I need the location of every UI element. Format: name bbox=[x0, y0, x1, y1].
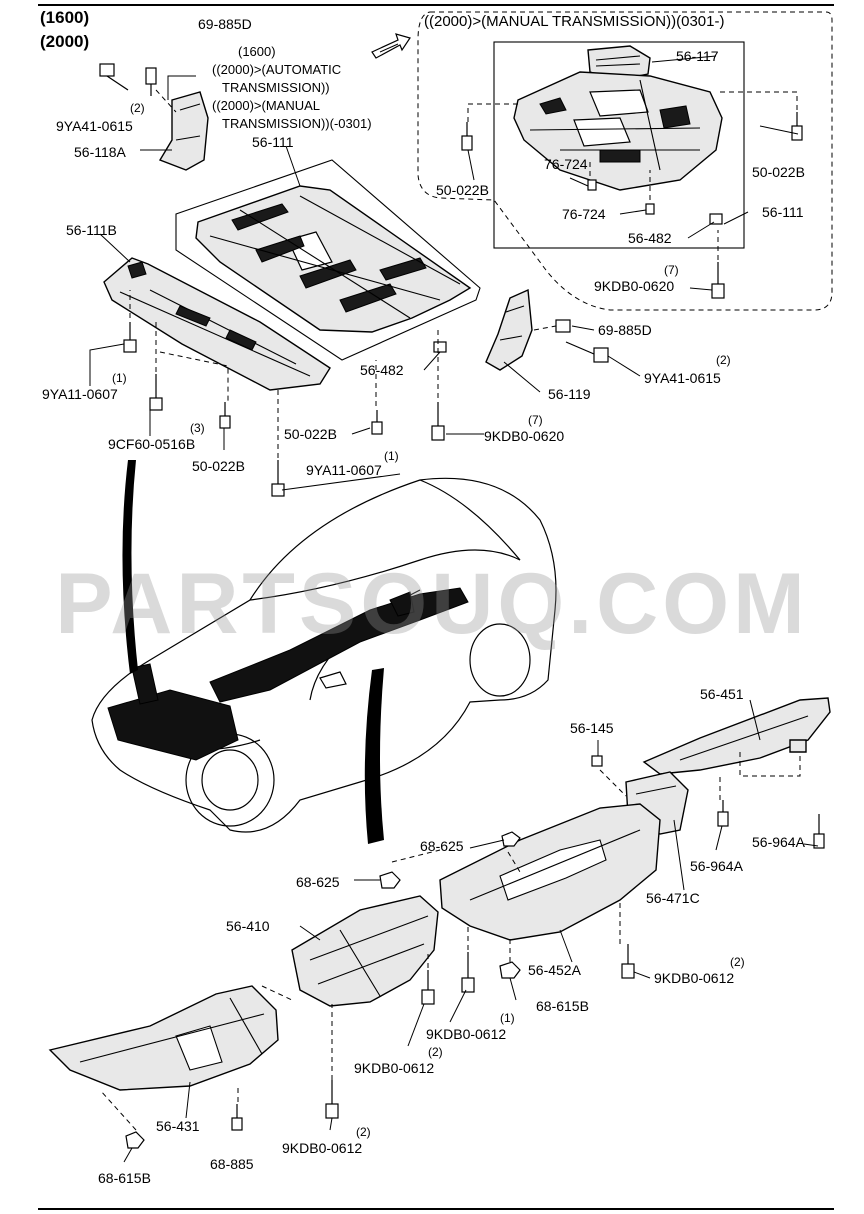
part-label[interactable]: 9KDB0-0620 bbox=[594, 278, 675, 294]
lower-fastener-icons bbox=[125, 755, 825, 1149]
part-label[interactable]: 56-482 bbox=[360, 362, 404, 378]
part-label[interactable]: 76-724 bbox=[562, 206, 606, 222]
quantity-label: (7) bbox=[528, 413, 543, 427]
front-direction-arrow-icon bbox=[371, 33, 411, 59]
part-label[interactable]: 68-615B bbox=[536, 998, 589, 1014]
part-label[interactable]: 56-111B bbox=[66, 222, 117, 238]
part-label[interactable]: 68-625 bbox=[296, 874, 340, 890]
condition-note-line1: (1600) bbox=[238, 44, 276, 59]
part-label[interactable]: 56-482 bbox=[628, 230, 672, 246]
engine-under-cover-inset bbox=[513, 71, 723, 191]
heat-insulator-56-431 bbox=[48, 985, 279, 1091]
part-label[interactable]: 9KDB0-0612 bbox=[282, 1140, 363, 1156]
part-label[interactable]: 56-410 bbox=[226, 918, 270, 934]
part-label[interactable]: 9YA41-0615 bbox=[56, 118, 133, 134]
part-label[interactable]: 56-452A bbox=[528, 962, 581, 978]
guide-lines-main bbox=[129, 89, 798, 458]
front-lower-cover-56-111b bbox=[103, 257, 331, 391]
part-label[interactable]: 56-451 bbox=[700, 686, 744, 702]
condition-note-line4: ((2000)>(MANUAL bbox=[212, 98, 321, 113]
part-label[interactable]: 56-964A bbox=[690, 858, 743, 874]
part-label[interactable]: 68-615B bbox=[98, 1170, 151, 1186]
heat-insulator-56-452a bbox=[439, 803, 661, 941]
part-label[interactable]: 56-431 bbox=[156, 1118, 200, 1134]
leader-swoop-right bbox=[364, 668, 384, 844]
inset-part-frame bbox=[493, 41, 745, 249]
quantity-label: (2) bbox=[356, 1125, 371, 1139]
condition-note-line5: TRANSMISSION))(-0301) bbox=[222, 116, 372, 131]
part-label[interactable]: 69-885D bbox=[198, 16, 252, 32]
part-label[interactable]: 56-964A bbox=[752, 834, 805, 850]
quantity-label: (2) bbox=[730, 955, 745, 969]
part-label[interactable]: 56-111 bbox=[252, 134, 294, 150]
part-label[interactable]: 50-022B bbox=[752, 164, 805, 180]
part-label[interactable]: 56-111 bbox=[762, 204, 804, 220]
part-label[interactable]: 9KDB0-0620 bbox=[484, 428, 565, 444]
part-label[interactable]: 9CF60-0516B bbox=[108, 436, 196, 452]
condition-note-line2: ((2000)>(AUTOMATIC bbox=[212, 62, 342, 77]
watermark-text: PARTSOUQ.COM bbox=[55, 556, 809, 652]
engine-under-cover-main bbox=[195, 185, 472, 333]
engine-variant-2000: (2000) bbox=[40, 32, 90, 51]
part-label[interactable]: 56-471C bbox=[646, 890, 700, 906]
bracket-56-118a bbox=[158, 91, 209, 171]
heat-insulator-56-410 bbox=[291, 895, 439, 1007]
guide-lines-lower bbox=[99, 752, 801, 1131]
part-label[interactable]: 56-145 bbox=[570, 720, 614, 736]
part-label[interactable]: 50-022B bbox=[436, 182, 489, 198]
quantity-label: (7) bbox=[664, 263, 679, 277]
part-label[interactable]: 56-118A bbox=[74, 144, 126, 160]
heat-insulator-56-451 bbox=[642, 697, 831, 775]
part-label[interactable]: 68-625 bbox=[420, 838, 464, 854]
quantity-label: (2) bbox=[428, 1045, 443, 1059]
leader-swoop-left bbox=[122, 460, 138, 674]
part-label[interactable]: 50-022B bbox=[284, 426, 337, 442]
part-label[interactable]: 9KDB0-0612 bbox=[354, 1060, 435, 1076]
part-label[interactable]: 9YA11-0607 bbox=[306, 462, 382, 478]
part-label[interactable]: 76-724 bbox=[544, 156, 588, 172]
quantity-label: (3) bbox=[190, 421, 205, 435]
quantity-label: (1) bbox=[384, 449, 399, 463]
part-label[interactable]: 56-117 bbox=[676, 48, 719, 64]
leader-lines bbox=[89, 55, 819, 1163]
quantity-label: (2) bbox=[130, 101, 145, 115]
bracket-56-119 bbox=[485, 288, 533, 371]
part-label[interactable]: 69-885D bbox=[598, 322, 652, 338]
part-label[interactable]: 9YA11-0607 bbox=[42, 386, 118, 402]
inset-boundary bbox=[417, 11, 833, 311]
quantity-label: (1) bbox=[500, 1011, 515, 1025]
part-label[interactable]: 50-022B bbox=[192, 458, 245, 474]
quantity-label: (2) bbox=[716, 353, 731, 367]
condition-note-line3: TRANSMISSION)) bbox=[222, 80, 330, 95]
part-label[interactable]: 68-885 bbox=[210, 1156, 254, 1172]
part-label[interactable]: 9KDB0-0612 bbox=[654, 970, 735, 986]
quantity-label: (1) bbox=[112, 371, 127, 385]
engine-variant-1600: (1600) bbox=[40, 8, 90, 27]
part-label[interactable]: 9YA41-0615 bbox=[644, 370, 721, 386]
part-label[interactable]: 56-119 bbox=[548, 386, 591, 402]
main-part-frame bbox=[175, 159, 481, 361]
part-label[interactable]: 9KDB0-0612 bbox=[426, 1026, 507, 1042]
vehicle-cover-areas bbox=[107, 587, 469, 761]
inset-title: ((2000)>(MANUAL TRANSMISSION))(0301-) bbox=[424, 13, 725, 30]
under-cover-plate-56-117 bbox=[587, 45, 651, 81]
